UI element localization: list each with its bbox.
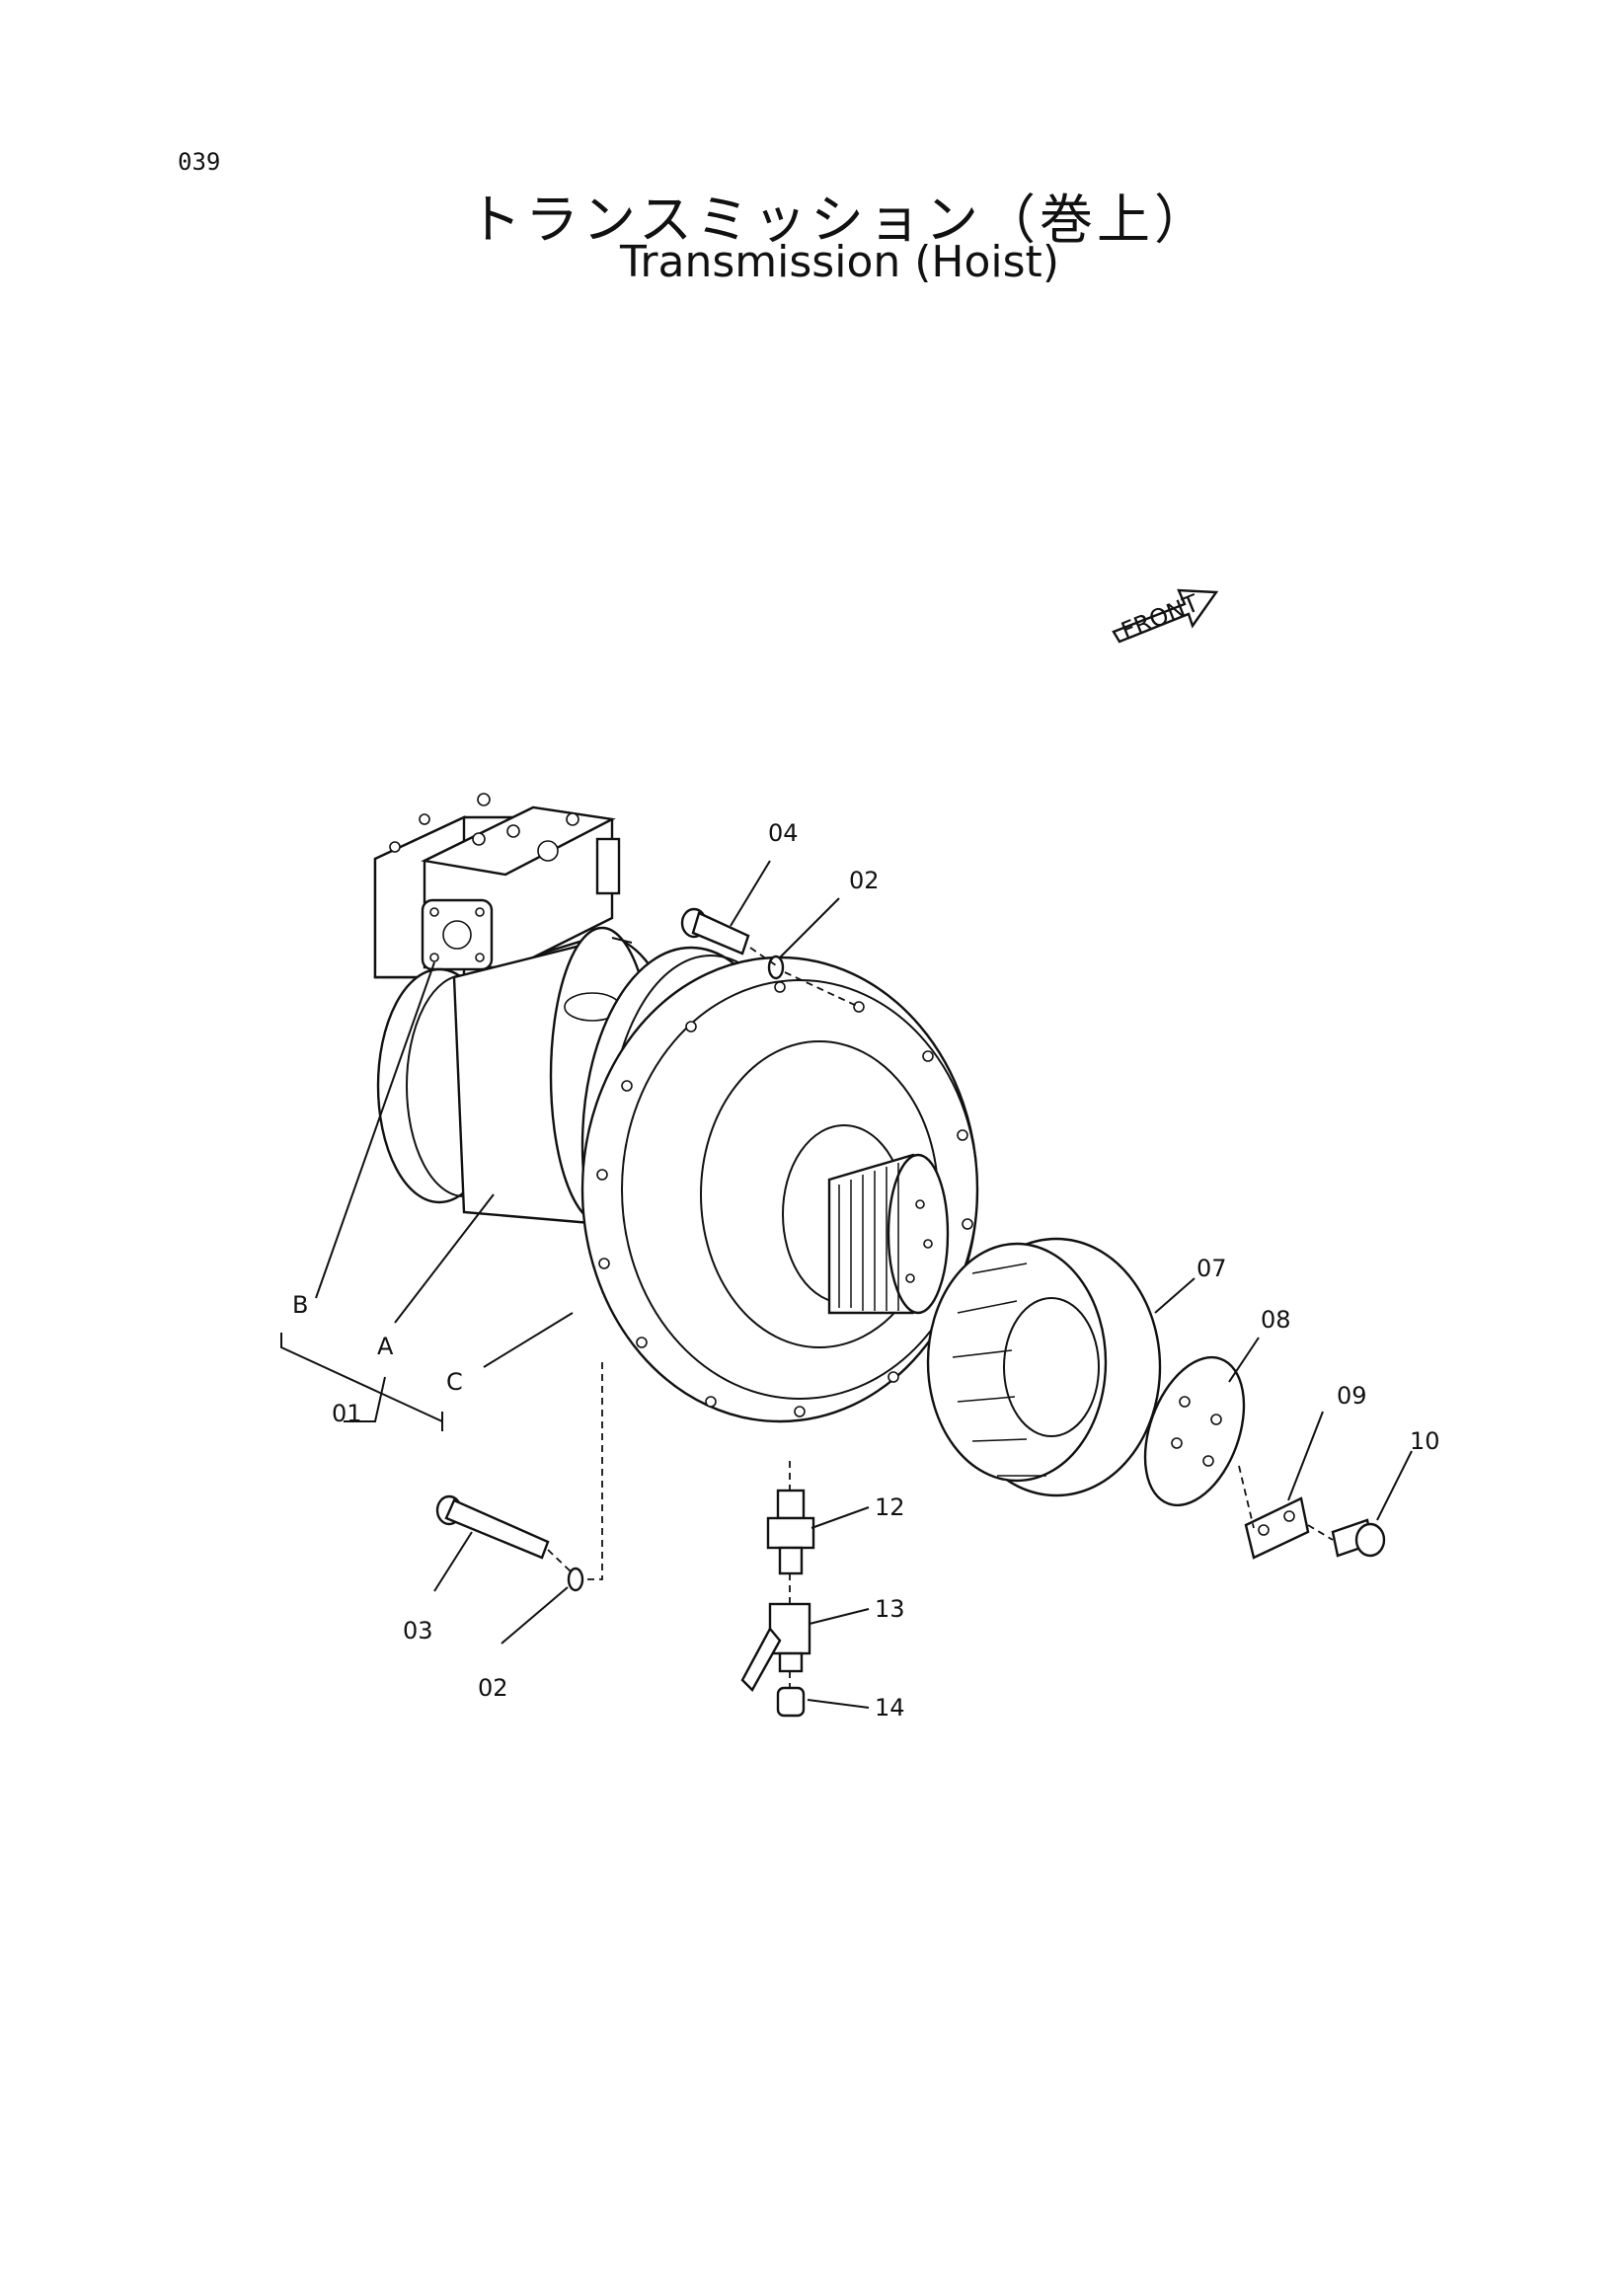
callout-08: 08: [1261, 1306, 1291, 1334]
washer-02-top: [767, 955, 785, 980]
retainer-plate: [1143, 1355, 1246, 1507]
title-japanese: トランスミッション（巻上）: [468, 189, 1211, 251]
page-number: 039: [178, 148, 221, 176]
valve-block: [373, 793, 621, 979]
callout-07: 07: [1196, 1255, 1227, 1282]
bolt-04: [680, 907, 750, 956]
callout-09: 09: [1337, 1382, 1367, 1410]
plug-14: [776, 1686, 806, 1718]
title-english: Transmission (Hoist): [620, 237, 1059, 287]
front-label: FRONT: [1118, 589, 1203, 646]
callout-03: 03: [403, 1617, 433, 1645]
bolt-10: [1331, 1518, 1386, 1558]
bolt-03: [435, 1494, 550, 1560]
callout-02-bottom: 02: [478, 1674, 508, 1702]
callout-13: 13: [875, 1595, 905, 1623]
callout-02-top: 02: [849, 867, 880, 894]
callout-10: 10: [1410, 1427, 1440, 1455]
pinion-gear: [926, 1237, 1162, 1497]
washer-02-bottom: [567, 1567, 584, 1592]
callout-C: C: [446, 1368, 463, 1396]
callout-B: B: [292, 1291, 308, 1319]
callout-01: 01: [332, 1400, 362, 1427]
adapter-12: [766, 1489, 815, 1575]
reduction-gear-housing: [580, 946, 979, 1423]
callout-A: A: [377, 1333, 394, 1360]
callout-14: 14: [875, 1694, 905, 1722]
front-arrow-icon: FRONT: [1112, 588, 1219, 646]
callout-04: 04: [768, 819, 799, 847]
drain-valve-13: [740, 1602, 811, 1692]
callout-12: 12: [875, 1493, 905, 1521]
lock-plate: [1244, 1496, 1310, 1560]
